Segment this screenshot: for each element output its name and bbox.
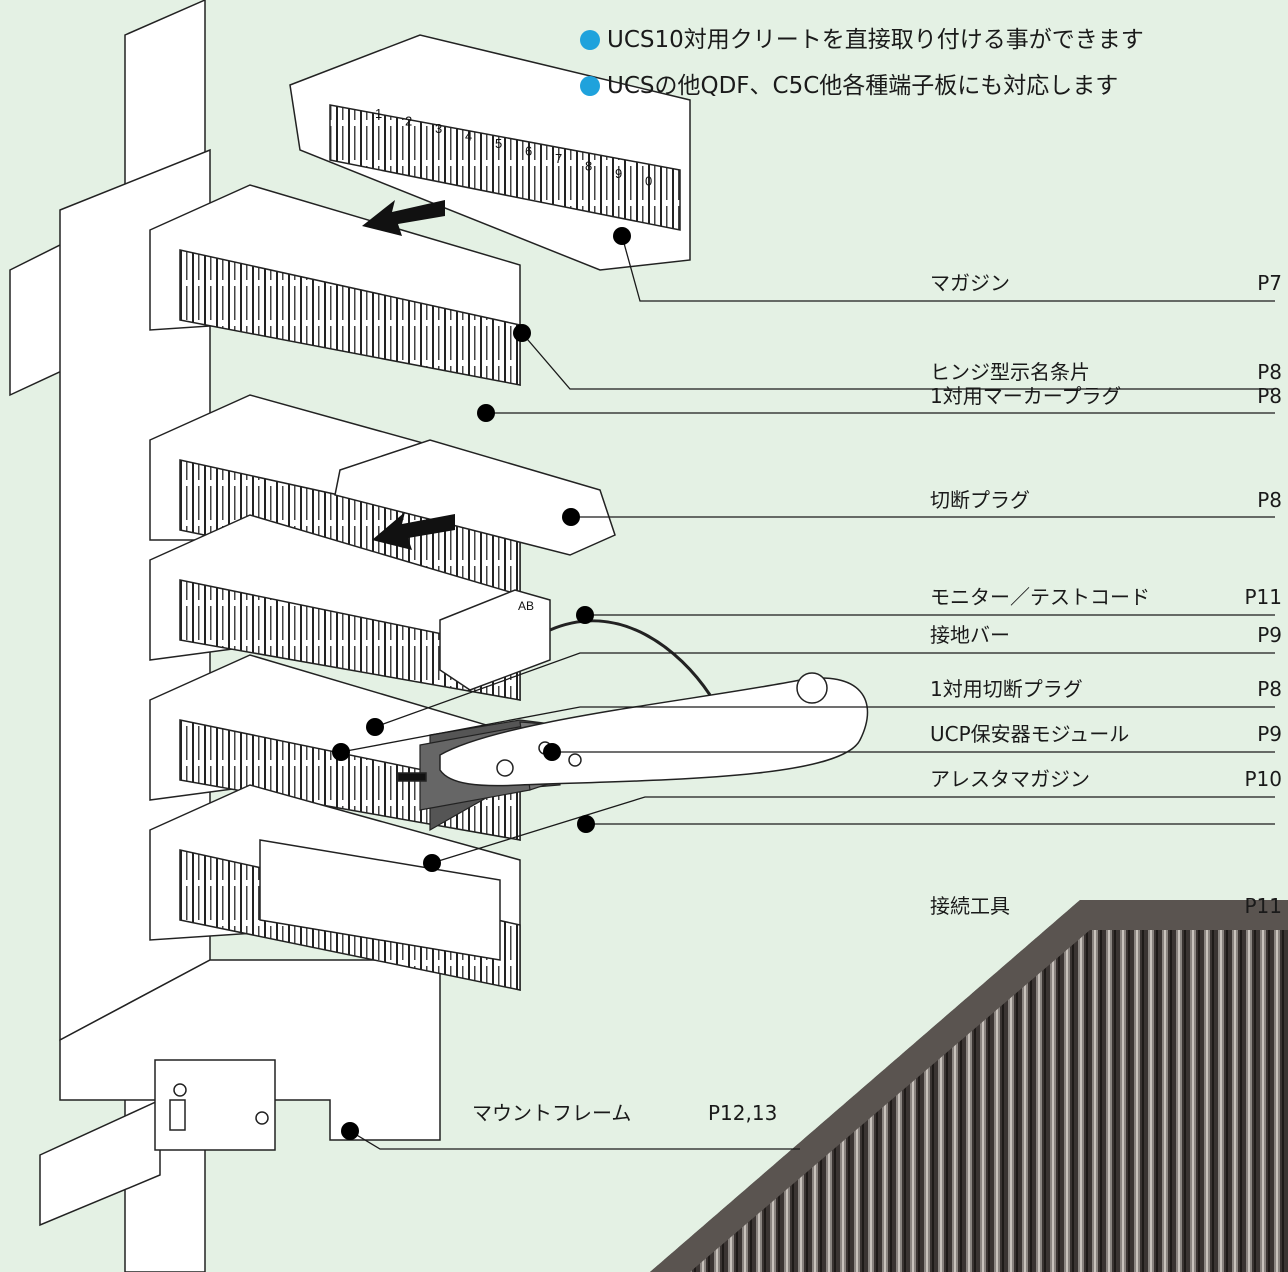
magazine-number: 6 <box>525 144 532 159</box>
callout-page: P9 <box>1257 722 1282 746</box>
magazine-number: 2 <box>405 114 412 129</box>
bullet-text: UCS10対用クリートを直接取り付ける事ができます <box>607 27 1144 53</box>
magazine-number: 4 <box>465 129 472 144</box>
callout-page: P8 <box>1257 360 1282 384</box>
mount-frame-plate <box>59 148 441 1151</box>
bullet-2: UCSの他QDF、C5C他各種端子板にも対応します <box>580 66 1118 106</box>
magazine-number: 8 <box>585 159 592 174</box>
magazine-number: 7 <box>555 151 562 166</box>
callout-page: P11 <box>1244 585 1282 609</box>
callout-page: P7 <box>1257 271 1282 295</box>
callout-label: 切断プラグ <box>930 488 1030 512</box>
bullet-dot-icon <box>580 30 600 50</box>
direction-arrows <box>362 200 455 550</box>
callout-page: P8 <box>1257 488 1282 512</box>
cutting-plug-shape <box>334 439 616 556</box>
callout-label: 接地バー <box>930 623 1010 647</box>
callout-page: P10 <box>1244 767 1282 791</box>
bullet-dot-icon <box>580 76 600 96</box>
bullet-1: UCS10対用クリートを直接取り付ける事ができます <box>580 20 1144 60</box>
callout-label: マウントフレーム <box>472 1101 632 1125</box>
callout-page: P11 <box>1244 894 1282 918</box>
callout-label: 1対用マーカープラグ <box>930 384 1122 408</box>
callout-label: アレスタマガジン <box>930 767 1090 791</box>
magazine-number: 5 <box>495 136 502 151</box>
callout-label: マガジン <box>930 271 1010 295</box>
callout-label: 1対用切断プラグ <box>930 677 1083 701</box>
magazine-number: 9 <box>615 166 622 181</box>
test-cord-shape: AB <box>439 589 712 696</box>
callout-label: ヒンジ型示名条片 <box>930 360 1090 384</box>
magazine-number: 0 <box>645 174 652 189</box>
callout-page: P9 <box>1257 623 1282 647</box>
callout-label: UCP保安器モジュール <box>930 722 1130 746</box>
photo-inset <box>650 900 1288 1272</box>
magazine-number: 3 <box>435 121 442 136</box>
leader-lines <box>340 235 1275 1150</box>
callout-label: 接続工具 <box>930 894 1010 918</box>
svg-text:AB: AB <box>518 599 534 613</box>
callout-label: モニター／テストコード <box>930 585 1150 609</box>
callout-page: P12,13 <box>708 1101 778 1125</box>
callout-page: P8 <box>1257 677 1282 701</box>
callout-dots <box>332 227 631 1140</box>
callout-page: P8 <box>1257 384 1282 408</box>
bullet-text: UCSの他QDF、C5C他各種端子板にも対応します <box>607 73 1119 99</box>
connector-blocks <box>149 184 521 991</box>
magazine-number: 1 <box>375 106 382 121</box>
